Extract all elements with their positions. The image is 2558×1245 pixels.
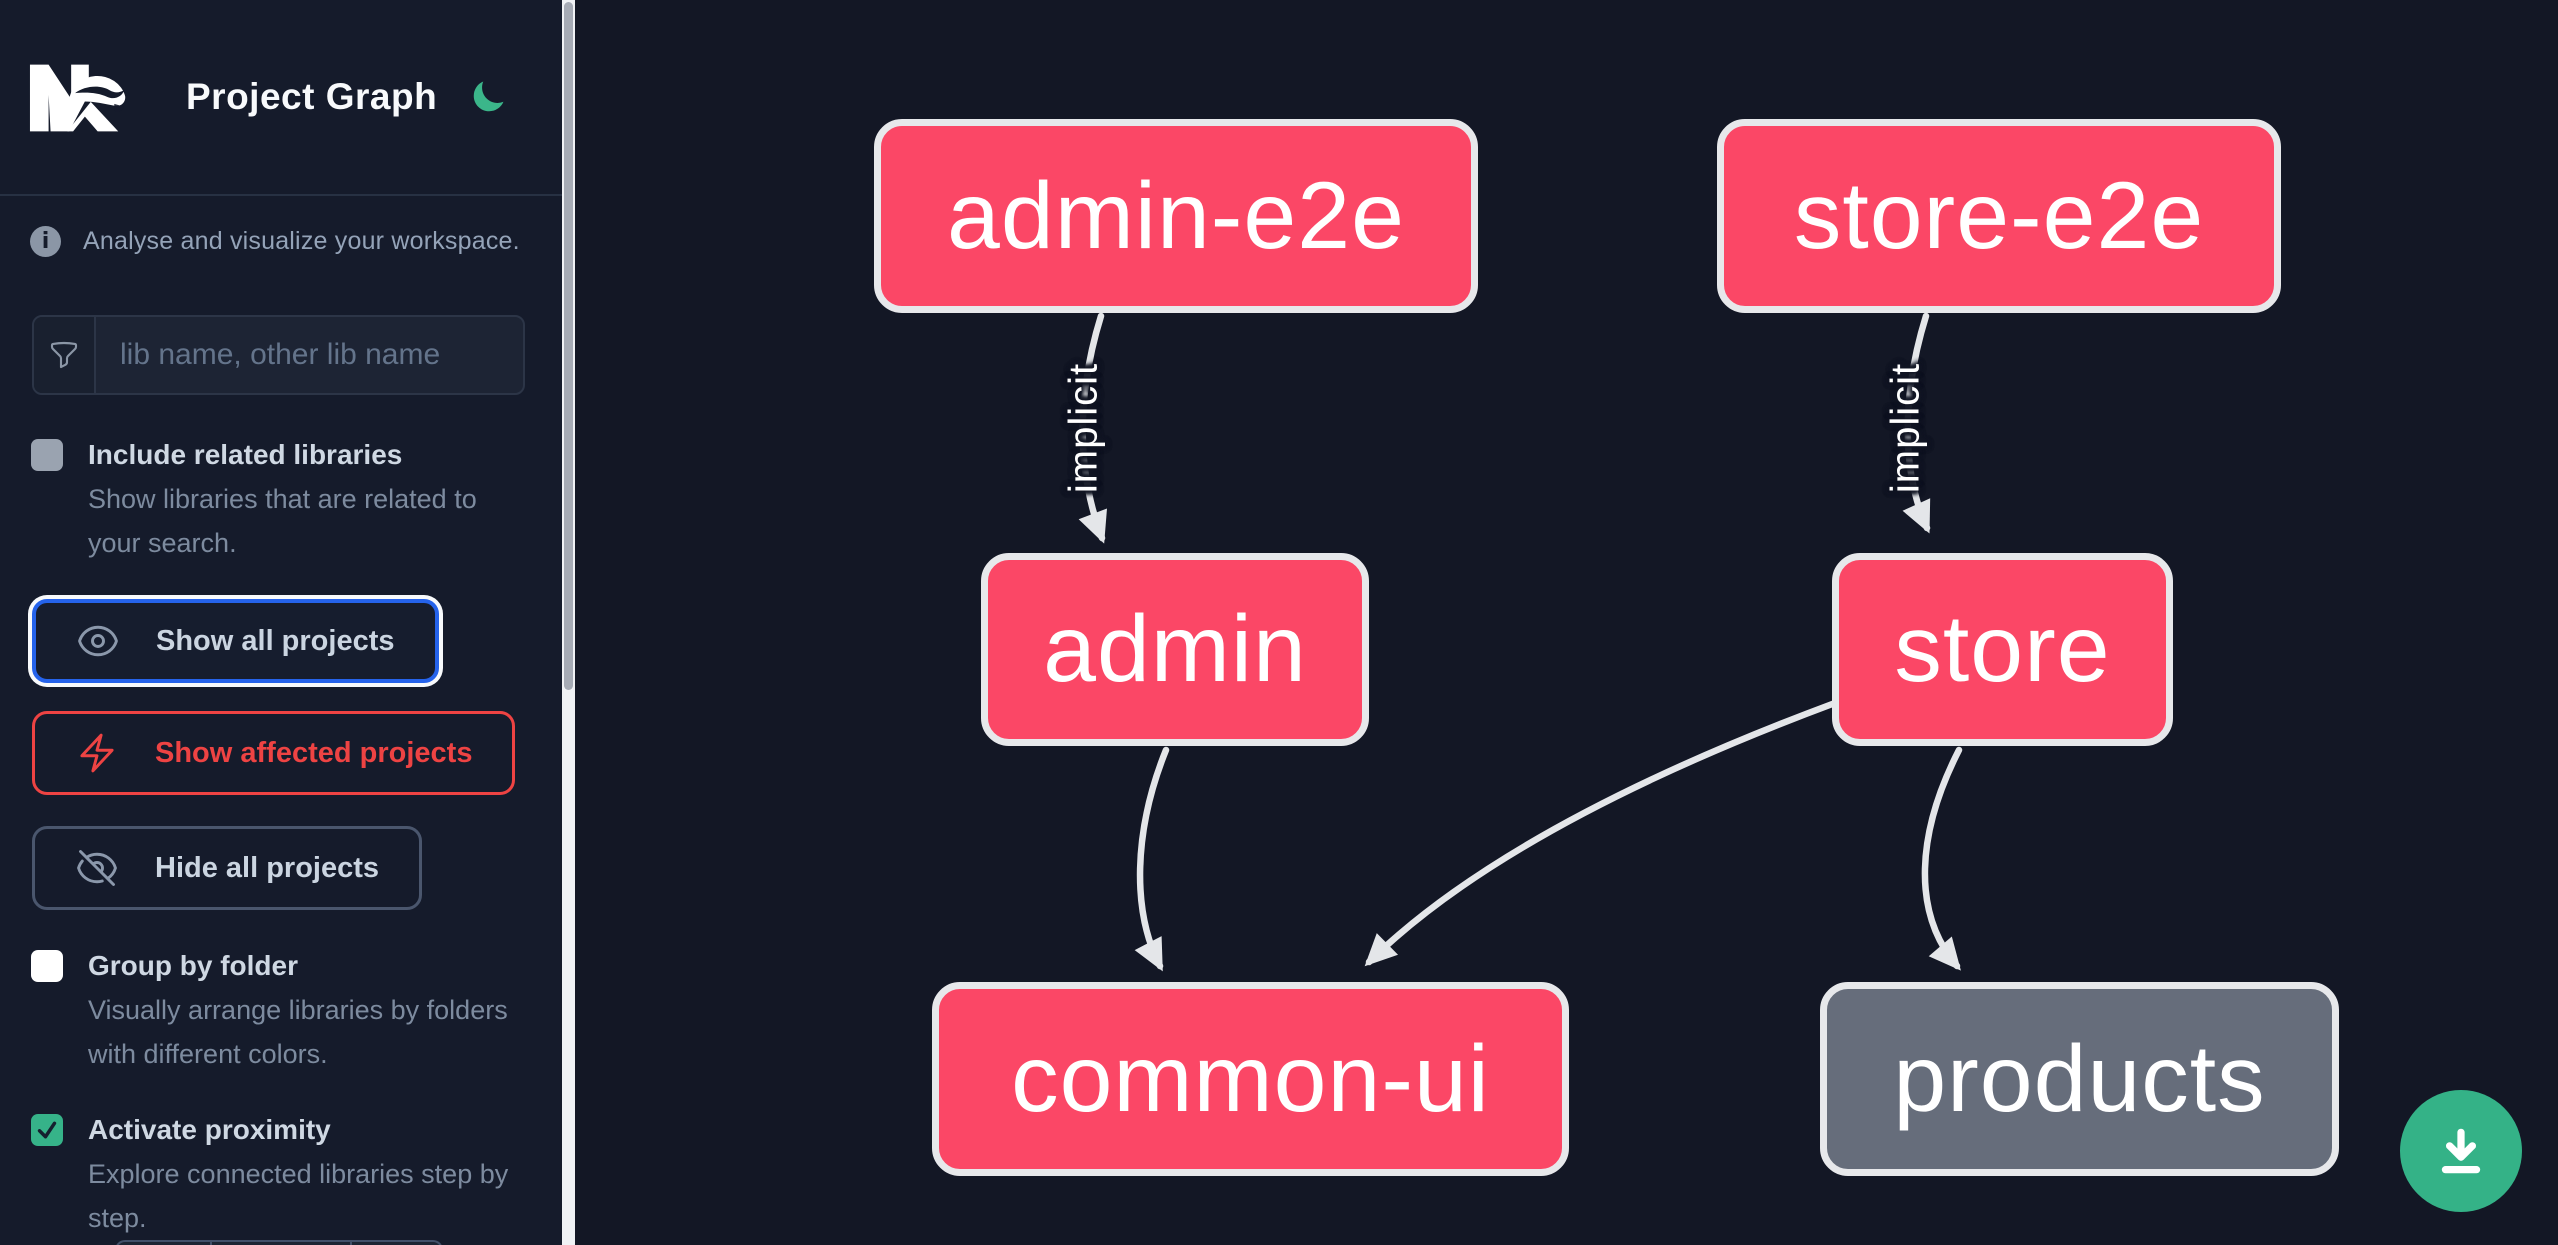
node-label: admin xyxy=(1043,596,1307,702)
info-icon: i xyxy=(30,226,61,257)
toggle-description: Explore connected libraries step by step… xyxy=(88,1159,509,1233)
node-label: common-ui xyxy=(1011,1025,1490,1132)
toggle-description: Visually arrange libraries by folders wi… xyxy=(88,995,508,1069)
hide-all-projects-button[interactable]: Hide all projects xyxy=(32,826,423,910)
graph-node-store[interactable]: store xyxy=(1832,553,2173,746)
node-label: products xyxy=(1893,1025,2266,1132)
hide-all-projects-label: Hide all projects xyxy=(155,851,380,884)
node-label: store xyxy=(1894,596,2111,702)
moon-icon xyxy=(473,81,504,112)
show-all-projects-label: Show all projects xyxy=(156,624,395,657)
node-label: admin-e2e xyxy=(947,162,1405,269)
show-affected-projects-label: Show affected projects xyxy=(155,736,473,769)
edge-admin-e2e-admin xyxy=(1078,312,1108,544)
graph-node-common-ui[interactable]: common-ui xyxy=(932,982,1569,1176)
dark-mode-toggle[interactable] xyxy=(468,77,508,117)
graph-node-admin-e2e[interactable]: admin-e2e xyxy=(874,119,1478,313)
page-title: Project Graph xyxy=(186,76,438,117)
toggle-activate-proximity: Activate proximity Explore connected lib… xyxy=(31,1112,526,1240)
toggle-label: Include related libraries xyxy=(88,439,403,470)
workspace-tagline: i Analyse and visualize your workspace. xyxy=(30,226,532,257)
edge-store-e2e-store xyxy=(1902,312,1931,534)
eye-icon xyxy=(78,625,118,657)
edge-store-products xyxy=(1921,746,1963,971)
toggle-label: Group by folder xyxy=(88,950,298,981)
check-icon xyxy=(37,1121,57,1139)
graph-node-admin[interactable]: admin xyxy=(981,553,1369,746)
sidebar-header: Project Graph xyxy=(0,0,562,196)
checkbox-activate-proximity[interactable] xyxy=(31,1114,63,1146)
node-label: store-e2e xyxy=(1793,162,2205,269)
edge-store-common-ui xyxy=(1364,699,1839,967)
bolt-icon xyxy=(80,733,114,773)
toggle-include-related: Include related libraries Show libraries… xyxy=(31,437,526,565)
sidebar-scrollbar-thumb[interactable] xyxy=(564,2,573,690)
tagline-text: Analyse and visualize your workspace. xyxy=(83,227,520,255)
edge-admin-common-ui xyxy=(1134,746,1170,972)
checkbox-group-by-folder[interactable] xyxy=(31,950,63,982)
graph-edges xyxy=(1078,312,1963,972)
nx-logo xyxy=(29,64,126,132)
show-all-projects-button[interactable]: Show all projects xyxy=(32,599,439,683)
checkbox-include-related[interactable] xyxy=(31,439,63,471)
download-image-button[interactable] xyxy=(2400,1090,2522,1212)
search-bar xyxy=(32,315,525,395)
edge-label-implicit: implicit xyxy=(1883,362,1928,494)
stepper-segment[interactable] xyxy=(210,1242,350,1245)
edge-label-implicit: implicit xyxy=(1061,362,1106,494)
project-graph-canvas[interactable]: implicit implicit admin-e2e store-e2e ad… xyxy=(575,0,2558,1245)
funnel-icon xyxy=(34,317,96,393)
toggle-description: Show libraries that are related to your … xyxy=(88,484,477,558)
proximity-stepper-control[interactable] xyxy=(115,1240,443,1245)
graph-node-store-e2e[interactable]: store-e2e xyxy=(1717,119,2281,313)
graph-node-products[interactable]: products xyxy=(1820,982,2339,1176)
show-affected-projects-button[interactable]: Show affected projects xyxy=(32,711,516,795)
sidebar: Project Graph i Analyse and visualize yo… xyxy=(0,0,562,1245)
stepper-segment[interactable] xyxy=(350,1242,441,1245)
sidebar-scrollbar[interactable] xyxy=(562,0,575,1245)
download-icon xyxy=(2441,1128,2481,1174)
eye-slash-icon xyxy=(77,850,117,886)
filter-input[interactable] xyxy=(96,317,523,393)
toggle-label: Activate proximity xyxy=(88,1114,331,1145)
toggle-group-by-folder: Group by folder Visually arrange librari… xyxy=(31,948,526,1076)
